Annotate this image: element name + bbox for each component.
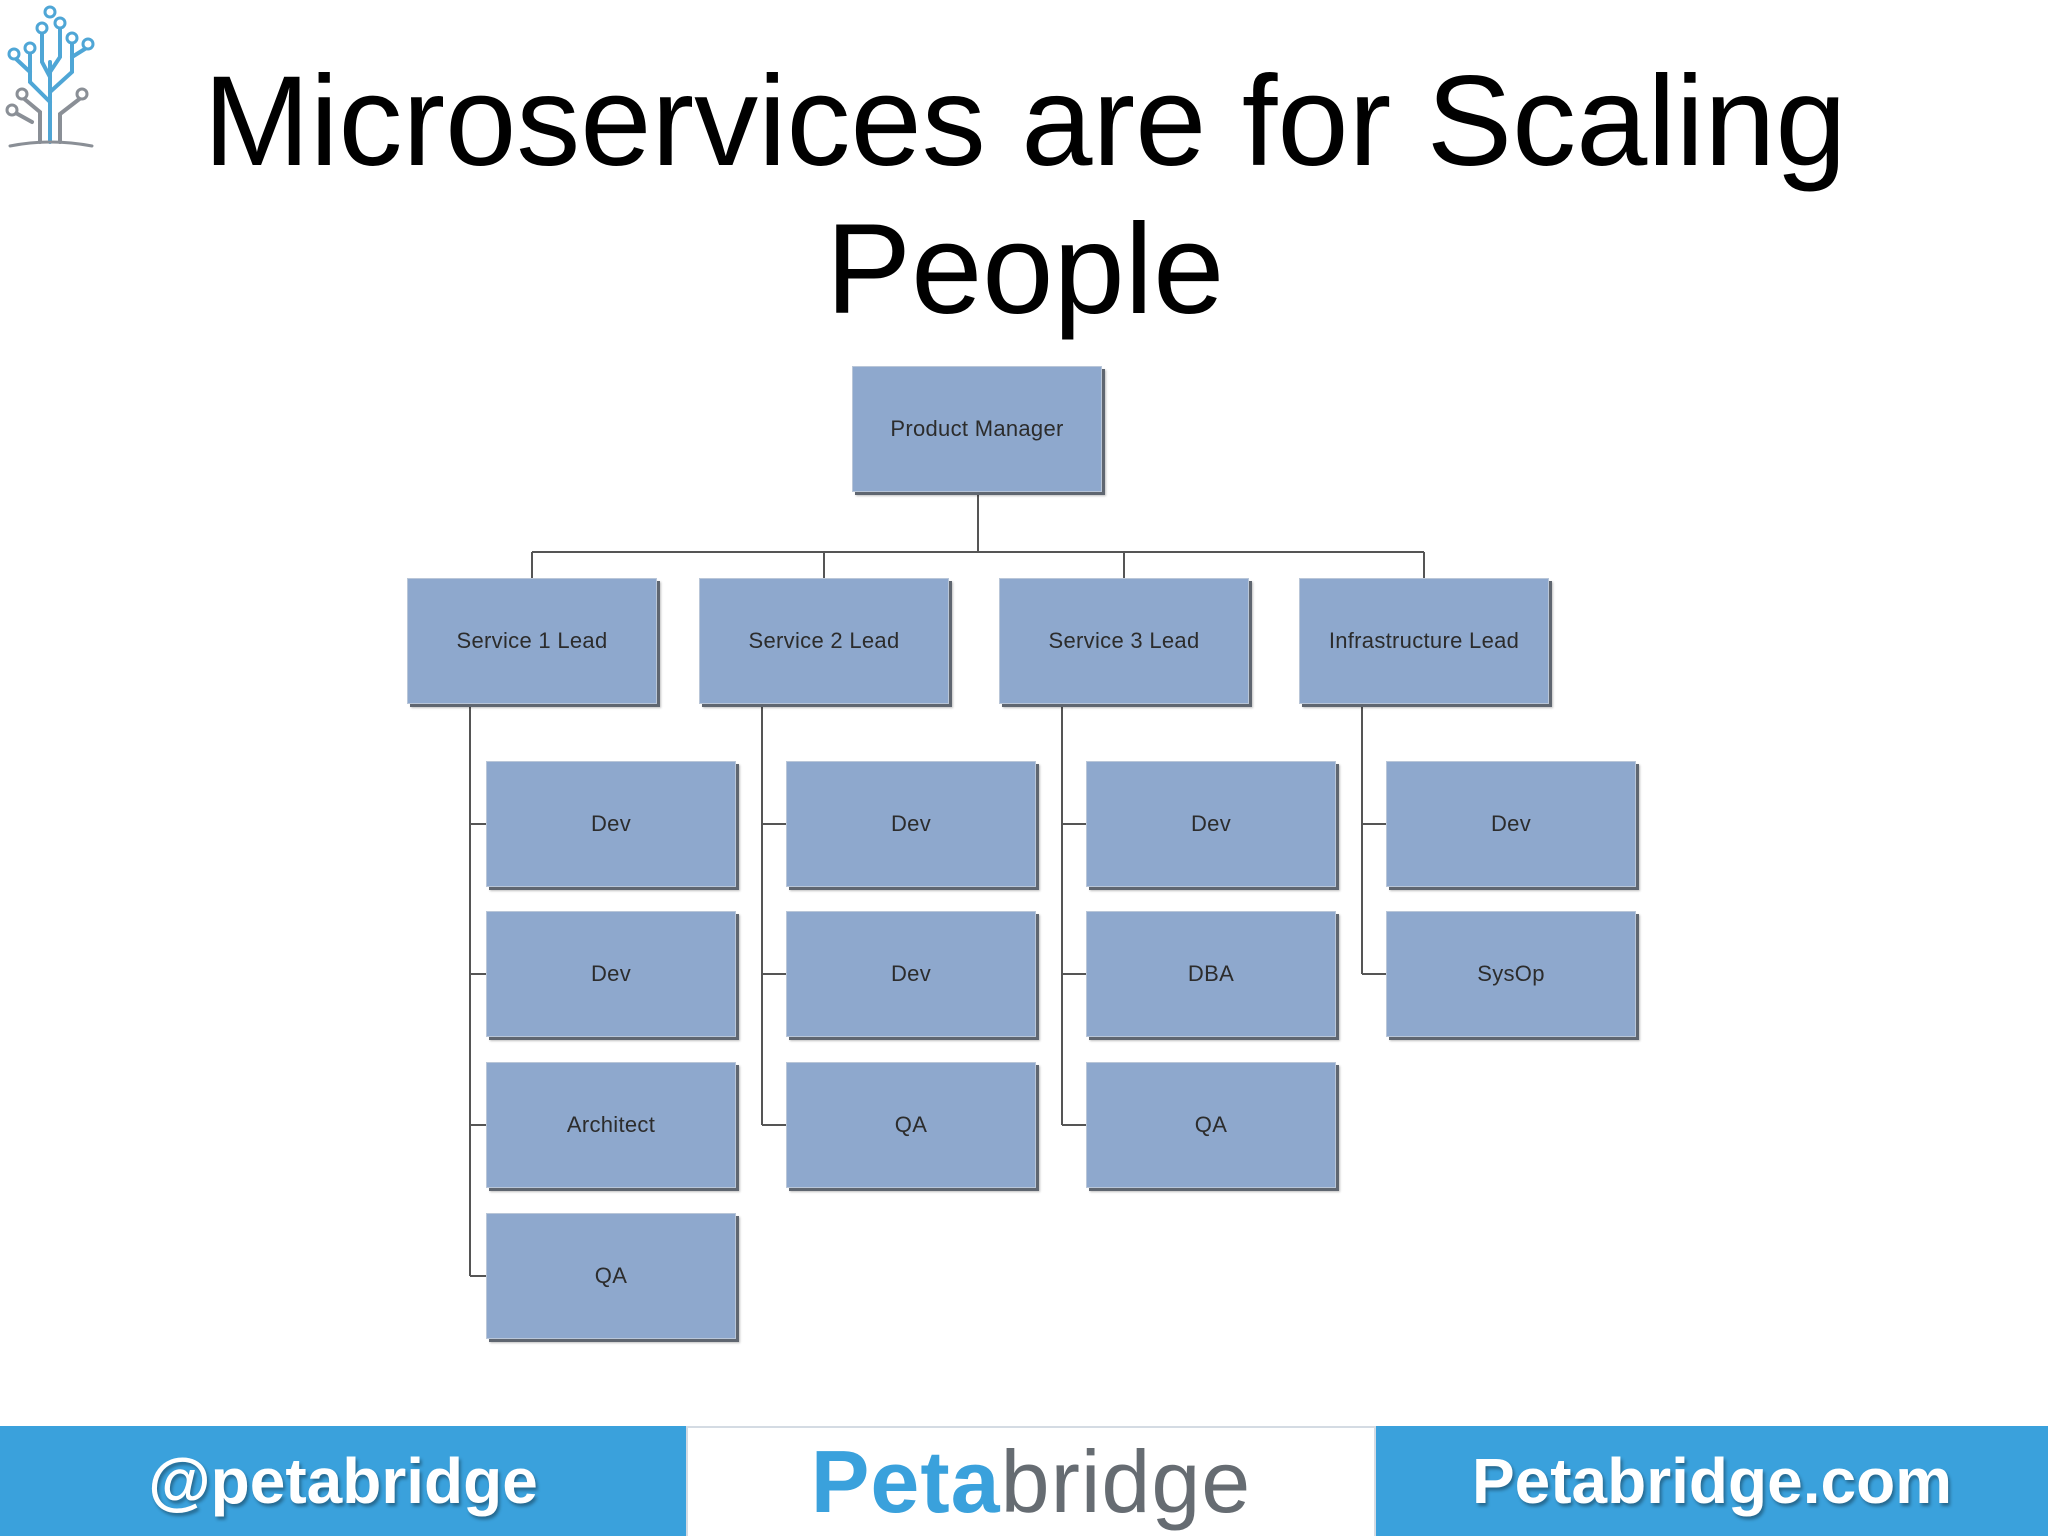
footer-website: Petabridge.com xyxy=(1376,1426,2048,1536)
brand-wordmark-light: bridge xyxy=(1000,1432,1252,1531)
org-node-service-1-lead: Service 1 Lead xyxy=(407,578,657,704)
org-node-service-1-qa: QA xyxy=(486,1213,736,1339)
org-node-service-2-qa: QA xyxy=(786,1062,1036,1188)
brand-wordmark-bold: Peta xyxy=(810,1432,1001,1531)
org-node-service-3-dev: Dev xyxy=(1086,761,1336,887)
org-node-service-1-architect: Architect xyxy=(486,1062,736,1188)
org-node-service-1-dev-1: Dev xyxy=(486,761,736,887)
org-node-infrastructure-lead: Infrastructure Lead xyxy=(1299,578,1549,704)
circuit-tree-logo-icon xyxy=(2,2,98,150)
org-node-service-2-lead: Service 2 Lead xyxy=(699,578,949,704)
org-node-infrastructure-dev: Dev xyxy=(1386,761,1636,887)
footer-twitter-handle: @petabridge xyxy=(0,1426,686,1536)
org-node-service-3-dba: DBA xyxy=(1086,911,1336,1037)
org-node-service-3-lead: Service 3 Lead xyxy=(999,578,1249,704)
slide-title-line-2: People xyxy=(825,198,1225,341)
org-node-service-2-dev-1: Dev xyxy=(786,761,1036,887)
org-node-product-manager: Product Manager xyxy=(852,366,1102,492)
slide-title-line-1: Microservices are for Scaling xyxy=(203,50,1847,193)
slide-title: Microservices are for Scaling People xyxy=(120,48,1930,344)
org-node-service-3-qa: QA xyxy=(1086,1062,1336,1188)
org-node-service-1-dev-2: Dev xyxy=(486,911,736,1037)
org-node-infrastructure-sysop: SysOp xyxy=(1386,911,1636,1037)
org-node-service-2-dev-2: Dev xyxy=(786,911,1036,1037)
